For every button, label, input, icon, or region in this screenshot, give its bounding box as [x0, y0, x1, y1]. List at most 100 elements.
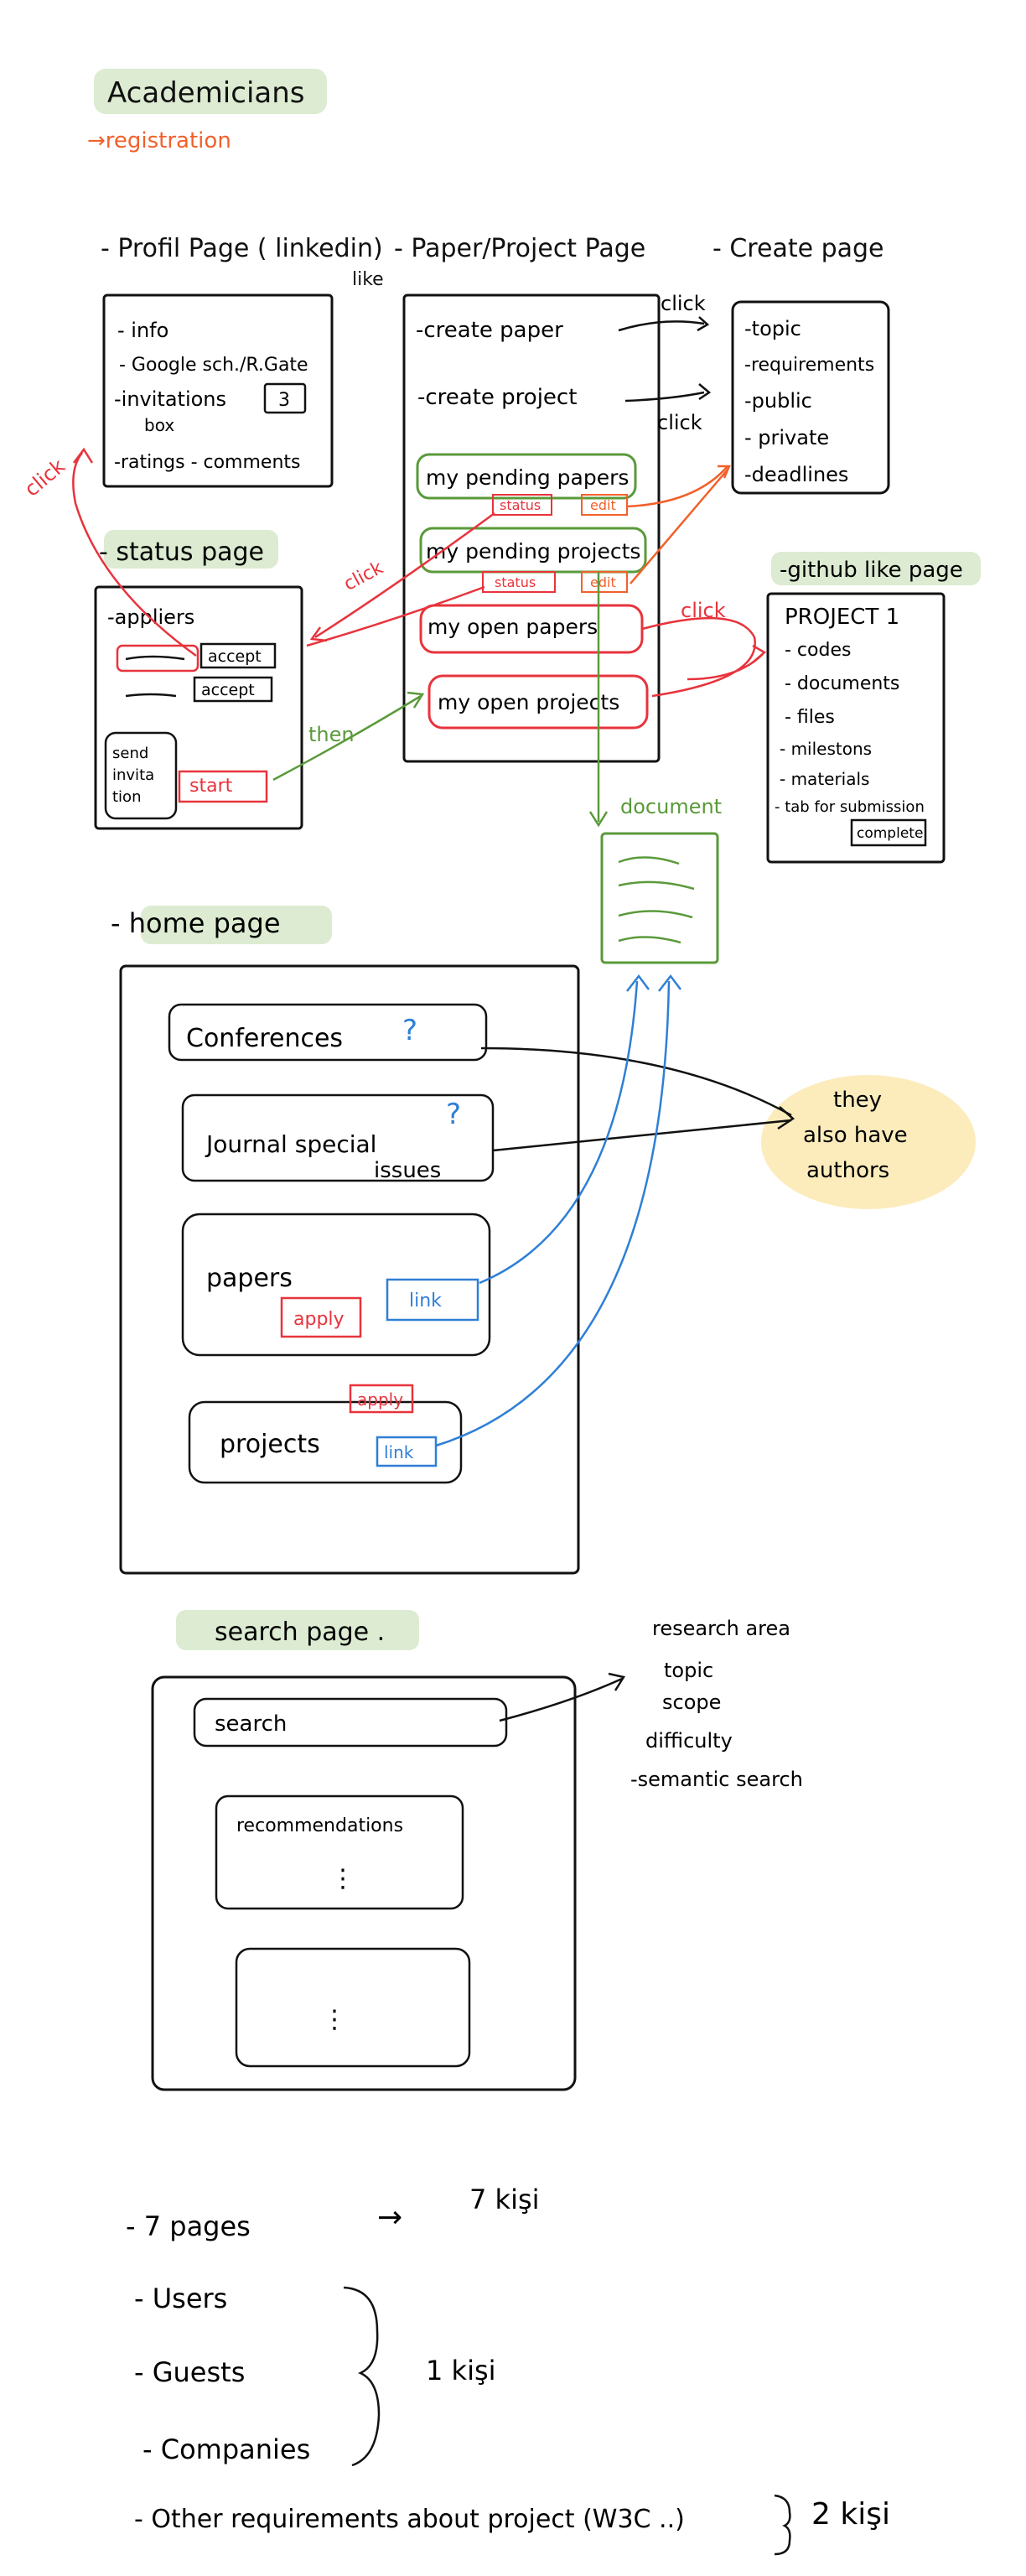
- note-brace-1: [343, 2286, 381, 2467]
- note-brace-2: [774, 2494, 791, 2556]
- result-card[interactable]: [235, 1947, 471, 2068]
- complete-button[interactable]: [850, 818, 927, 847]
- journal-question-icon: ?: [446, 1098, 461, 1131]
- status-page-box: [94, 585, 303, 830]
- home-highlight: [141, 906, 332, 944]
- github-item-documents: - documents: [785, 673, 899, 694]
- appliers-label: -appliers: [107, 605, 194, 629]
- filter-semantic-search: -semantic search: [630, 1768, 803, 1791]
- note-seven-people: 7 kişi: [469, 2184, 540, 2215]
- document-icon: [600, 832, 719, 964]
- projects-link-arrow: [435, 980, 671, 1447]
- edit-tag-1[interactable]: [581, 494, 628, 516]
- papers-label: papers: [206, 1264, 293, 1293]
- pending-projects-label: my pending projects: [426, 539, 640, 564]
- result-dots: ⋮: [322, 2005, 347, 2034]
- accept-button-1[interactable]: [200, 642, 277, 669]
- create-paper-arrow: [618, 320, 705, 332]
- conferences-arrow: [480, 1046, 792, 1117]
- status-tag-2[interactable]: [482, 571, 556, 593]
- papers-link-button[interactable]: [386, 1278, 479, 1322]
- accept-button-1-label: accept: [208, 647, 262, 666]
- profile-item-ratings: -ratings - comments: [114, 452, 300, 473]
- projects-link-label: link: [384, 1442, 414, 1462]
- applier-highlight[interactable]: [116, 644, 200, 673]
- papers-link-arrow: [479, 980, 639, 1285]
- then-label: then: [308, 723, 355, 746]
- profile-item-info: - info: [117, 319, 168, 342]
- invitation-count-badge: [263, 382, 307, 414]
- open-papers-label: my open papers: [428, 615, 598, 639]
- conferences-card[interactable]: [168, 1003, 488, 1062]
- accept-button-2[interactable]: [193, 676, 273, 703]
- conferences-question-icon: ?: [402, 1014, 417, 1047]
- click-label-left: click: [20, 454, 70, 501]
- paper-project-box: [402, 293, 661, 763]
- projects-card[interactable]: [188, 1400, 463, 1484]
- click-label-1: click: [661, 292, 706, 315]
- github-page-box: [766, 592, 946, 864]
- filter-difficulty: difficulty: [645, 1729, 733, 1753]
- registration-note: →registration: [87, 128, 231, 153]
- edit-tag-1-label: edit: [590, 497, 616, 513]
- note-two-people: 2 kişi: [811, 2497, 890, 2532]
- github-item-milestones: - milestons: [780, 739, 872, 759]
- status-page-heading: - status page: [99, 538, 264, 567]
- click-arrow-status-2: [306, 585, 485, 647]
- applier-line-2: [125, 693, 177, 698]
- projects-link-button[interactable]: [376, 1436, 438, 1467]
- papers-apply-label: apply: [293, 1309, 345, 1330]
- papers-card[interactable]: [181, 1213, 491, 1357]
- status-highlight: [104, 530, 278, 569]
- papers-apply-button[interactable]: [280, 1296, 362, 1338]
- app-title: Academicians: [107, 76, 305, 110]
- send-invitation-line-3: tion: [112, 788, 141, 806]
- pending-papers-item[interactable]: [416, 453, 637, 500]
- click-arrow-github-1: [641, 616, 756, 698]
- note-pages: - 7 pages: [126, 2210, 251, 2242]
- recommendations-card[interactable]: [215, 1794, 464, 1910]
- papers-link-label: link: [409, 1291, 442, 1311]
- open-projects-label: my open projects: [438, 690, 619, 714]
- start-button[interactable]: [178, 770, 268, 803]
- click-arrow-status-1: [314, 512, 495, 639]
- invitation-count: 3: [278, 390, 290, 411]
- github-page-heading: -github like page: [780, 558, 963, 583]
- paper-project-heading: - Paper/Project Page: [394, 234, 645, 263]
- search-input[interactable]: [193, 1697, 508, 1748]
- create-item-deadlines: -deadlines: [744, 463, 848, 486]
- create-item-requirements: -requirements: [744, 355, 874, 376]
- note-arrow: →: [377, 2200, 402, 2235]
- note-guests: - Guests: [134, 2356, 245, 2388]
- search-highlight: [176, 1610, 419, 1650]
- title-highlight: [94, 69, 327, 114]
- filter-topic: topic: [664, 1659, 713, 1682]
- note-highlight: [761, 1075, 976, 1209]
- edit-arrow-2: [630, 469, 728, 584]
- projects-apply-button[interactable]: [349, 1384, 414, 1414]
- search-input-label: search: [215, 1711, 287, 1737]
- send-invitation-line-2: invita: [112, 766, 154, 784]
- search-page-heading: search page .: [215, 1618, 385, 1647]
- applier-line-1: [125, 655, 185, 661]
- github-item-submission: - tab for submission: [775, 798, 925, 816]
- send-invitation-button[interactable]: [104, 731, 178, 820]
- create-item-public: -public: [744, 389, 812, 413]
- github-project-title: PROJECT 1: [785, 605, 899, 630]
- create-paper-item: -create paper: [416, 318, 563, 343]
- status-tag-1[interactable]: [492, 494, 552, 516]
- github-item-codes: - codes: [785, 640, 851, 661]
- journal-label: Journal special: [205, 1130, 376, 1158]
- journal-label-2: issues: [374, 1158, 441, 1183]
- click-label-2: click: [657, 411, 702, 434]
- accept-button-2-label: accept: [201, 681, 255, 699]
- profile-item-invitations: -invitations: [114, 387, 226, 411]
- profile-like-label: like: [352, 269, 384, 290]
- github-highlight: [771, 552, 981, 585]
- edit-tag-2[interactable]: [581, 571, 628, 593]
- note-line-1: they: [833, 1088, 882, 1113]
- journal-card[interactable]: [181, 1093, 495, 1182]
- open-projects-item[interactable]: [428, 674, 649, 730]
- start-button-label: start: [189, 776, 233, 797]
